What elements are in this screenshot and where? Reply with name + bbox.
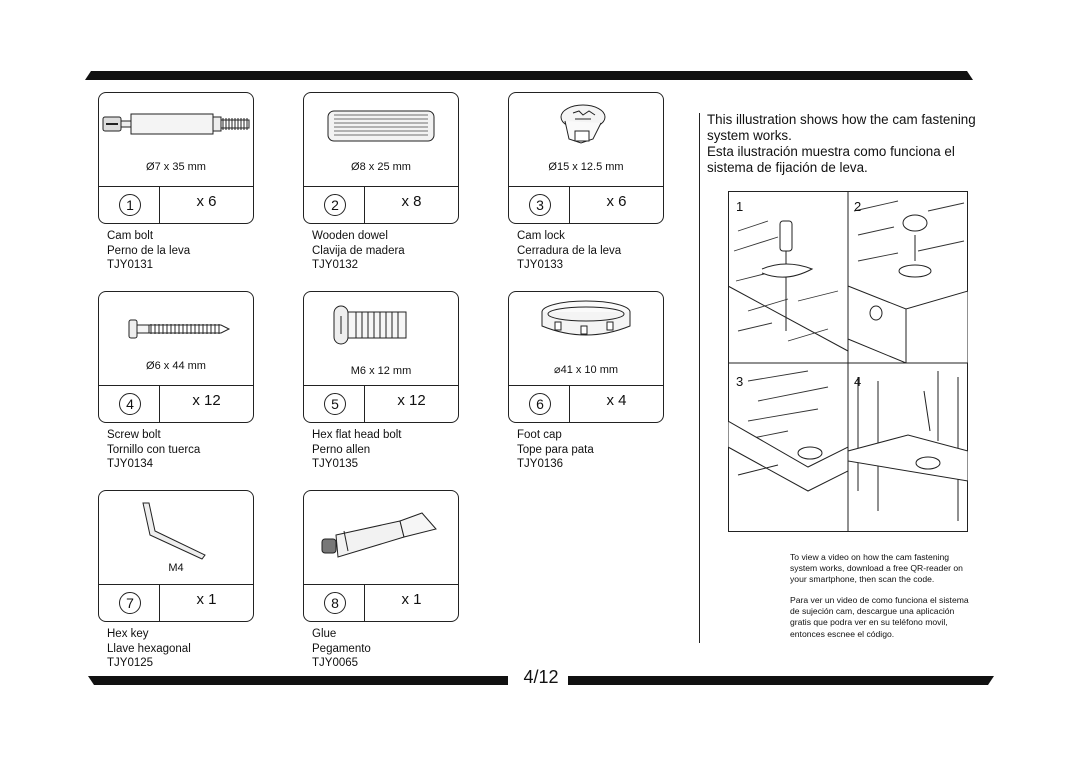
part-name-en: Cam lock — [517, 230, 565, 242]
part-code: TJY0135 — [312, 458, 359, 470]
part-name-es: Pegamento — [312, 642, 371, 655]
column-divider — [699, 113, 700, 643]
part-quantity: x 12 — [397, 392, 426, 409]
part-name-es: Clavija de madera — [312, 244, 405, 257]
part-number: 4 — [119, 393, 141, 415]
qr-note-es-line: gratis que podra ver en su teléfono movi… — [790, 617, 948, 628]
screw-bolt-icon — [128, 319, 231, 339]
wooden-dowel-icon — [327, 110, 435, 142]
part-name-es: Cerradura de la leva — [517, 244, 622, 257]
part-name-en: Foot cap — [517, 429, 562, 441]
part-code: TJY0131 — [107, 259, 154, 271]
hex-key-icon — [142, 502, 206, 560]
part-dimension: Ø6 x 44 mm — [146, 360, 206, 372]
part-code: TJY0136 — [517, 458, 564, 470]
cam-bolt-icon — [102, 113, 250, 135]
qr-note-es-line: Para ver un video de como funciona el si… — [790, 595, 969, 606]
part-number: 2 — [324, 194, 346, 216]
part-name-en: Hex key — [107, 628, 149, 640]
part-number: 3 — [529, 194, 551, 216]
part-dimension: M6 x 12 mm — [350, 365, 412, 377]
assembly-illustration — [727, 191, 969, 532]
part-dimension: Ø15 x 12.5 mm — [548, 161, 624, 173]
glue-icon — [321, 512, 437, 558]
description-es-line-2: sistema de fijación de leva. — [707, 160, 868, 175]
part-dimension: Ø7 x 35 mm — [146, 161, 206, 173]
description-en-line-1: This illustration shows how the cam fast… — [707, 112, 976, 127]
qr-note-en-line: your smartphone, then scan the code. — [790, 574, 935, 585]
part-number: 6 — [529, 393, 551, 415]
part-quantity: x 6 — [606, 193, 627, 210]
part-name-en: Screw bolt — [107, 429, 161, 441]
part-number: 8 — [324, 592, 346, 614]
cam-lock-icon — [560, 104, 606, 144]
part-name-es: Perno de la leva — [107, 244, 191, 257]
part-name-es: Tope para pata — [517, 443, 594, 456]
bottom-divider-left — [88, 676, 508, 685]
part-code: TJY0132 — [312, 259, 359, 271]
part-quantity: x 4 — [606, 392, 627, 409]
part-code: TJY0125 — [107, 657, 154, 669]
diagram-step-1: 1 — [736, 199, 744, 214]
diagram-step-2: 2 — [854, 199, 862, 214]
qr-note-es-line: de sujeción cam, descargue una aplicació… — [790, 606, 955, 617]
part-name-en: Wooden dowel — [312, 230, 388, 242]
qr-note-en-line: To view a video on how the cam fastening — [790, 552, 950, 562]
cam-assembly-diagram: 1 2 3 4 — [727, 191, 969, 532]
cam-system-description: This illustration shows how the cam fast… — [707, 112, 997, 176]
part-dimension: M4 — [168, 562, 184, 574]
part-number: 5 — [324, 393, 346, 415]
part-quantity: x 1 — [401, 591, 422, 608]
part-name-en: Glue — [312, 628, 337, 640]
part-number: 1 — [119, 194, 141, 216]
part-name-es: Tornillo con tuerca — [107, 443, 201, 456]
part-code: TJY0133 — [517, 259, 564, 271]
part-dimension: ⌀41 x 10 mm — [553, 364, 619, 376]
page-number: 4/12 — [523, 667, 559, 687]
diagram-step-4: 4 — [854, 374, 862, 389]
part-code: TJY0065 — [312, 657, 359, 669]
qr-video-note: To view a video on how the cam fastening… — [790, 552, 969, 640]
diagram-step-3: 3 — [736, 374, 744, 389]
part-name-en: Cam bolt — [107, 230, 154, 242]
qr-note-en-line: system works, download a free QR-reader … — [790, 563, 963, 574]
part-dimension: Ø8 x 25 mm — [351, 161, 411, 173]
part-number: 7 — [119, 592, 141, 614]
bottom-divider-right — [568, 676, 994, 685]
part-name-en: Hex flat head bolt — [312, 429, 402, 441]
part-code: TJY0134 — [107, 458, 154, 470]
part-quantity: x 12 — [192, 392, 221, 409]
hex-bolt-icon — [333, 305, 407, 345]
qr-note-es-line: entonces escnee el código. — [790, 628, 895, 639]
part-quantity: x 1 — [196, 591, 217, 608]
description-en-line-2: system works. — [707, 128, 792, 143]
part-quantity: x 6 — [196, 193, 217, 210]
part-name-es: Perno allen — [312, 443, 371, 456]
description-es-line-1: Esta ilustración muestra como funciona e… — [707, 144, 955, 159]
foot-cap-icon — [541, 300, 631, 336]
part-quantity: x 8 — [401, 193, 422, 210]
part-name-es: Llave hexagonal — [107, 642, 191, 655]
top-divider-bar — [85, 71, 973, 80]
